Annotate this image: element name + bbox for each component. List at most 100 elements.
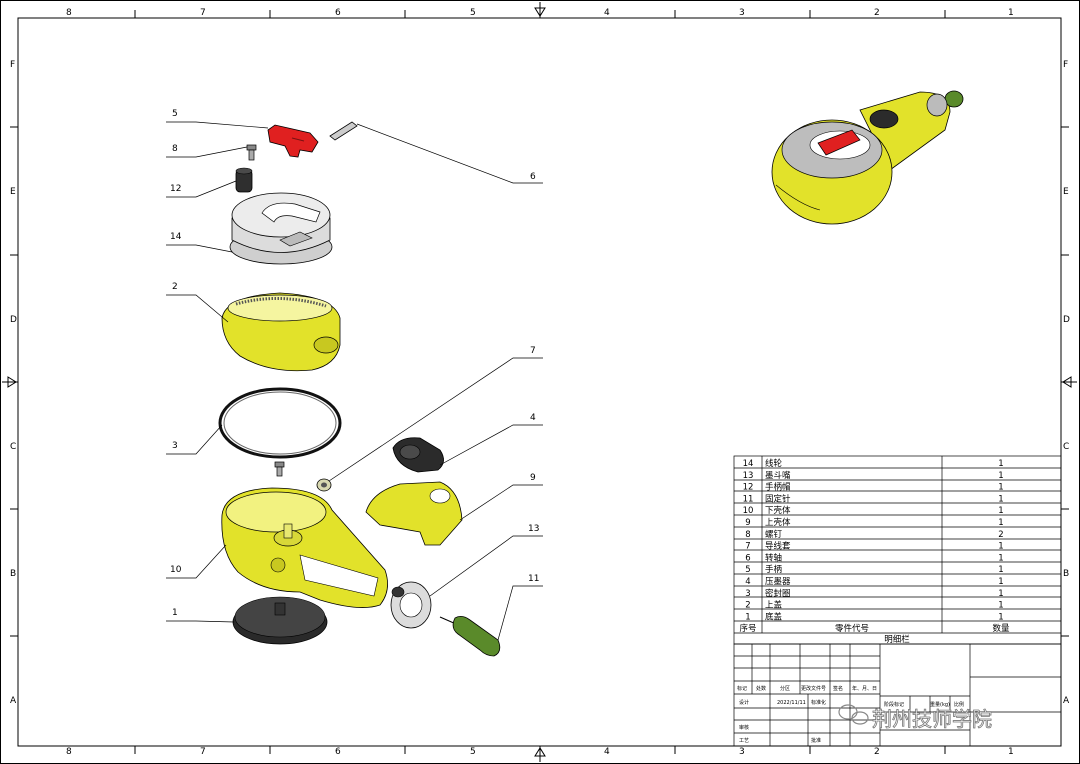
assembled-view bbox=[771, 90, 964, 225]
zone-col-bottom: 4 bbox=[604, 747, 610, 757]
bom-row-number: 13 bbox=[743, 471, 754, 481]
part-6-shaft bbox=[329, 121, 358, 141]
bom-header-number: 序号 bbox=[739, 623, 756, 634]
bom-row-number: 14 bbox=[743, 459, 754, 469]
bom-row-quantity: 1 bbox=[998, 483, 1003, 493]
part-7-wire-sleeve bbox=[316, 478, 332, 492]
tb-review: 审核 bbox=[739, 724, 749, 731]
callout-label: 11 bbox=[528, 574, 539, 584]
tb-scale: 比例 bbox=[954, 701, 964, 708]
bom-header-name: 零件代号 bbox=[835, 623, 869, 634]
tb-mark: 标记 bbox=[737, 685, 747, 692]
callout-label: 10 bbox=[170, 565, 182, 575]
zone-col-top: 7 bbox=[200, 8, 206, 18]
tb-standardize: 标准化 bbox=[811, 699, 826, 706]
bom-row-name: 上盖 bbox=[765, 600, 783, 611]
tb-design-date: 2022/11/11 bbox=[777, 700, 806, 706]
zone-col-top: 3 bbox=[739, 8, 745, 18]
bom-row-quantity: 1 bbox=[998, 577, 1003, 587]
leader-lines bbox=[166, 121, 543, 641]
callout-label: 2 bbox=[172, 282, 178, 292]
callout-label: 7 bbox=[530, 346, 536, 356]
zone-col-top: 8 bbox=[66, 8, 72, 18]
watermark: 荆州技师学院 bbox=[838, 704, 992, 731]
watermark-text: 荆州技师学院 bbox=[872, 707, 992, 731]
part-9-upper-housing bbox=[365, 481, 463, 546]
bom-row-quantity: 1 bbox=[998, 565, 1003, 575]
zone-col-bottom: 3 bbox=[739, 747, 745, 757]
bom-row-name: 导线套 bbox=[765, 541, 791, 552]
callout-label: 5 bbox=[172, 109, 178, 119]
callout-label: 8 bbox=[172, 144, 178, 154]
zone-row-right: A bbox=[1063, 696, 1070, 706]
wechat-icon bbox=[838, 704, 869, 725]
zone-row-right: F bbox=[1063, 60, 1068, 70]
zone-row-left: B bbox=[10, 569, 16, 579]
bom-row-number: 5 bbox=[745, 565, 750, 575]
zone-row-left: E bbox=[10, 187, 16, 197]
bom-row-number: 3 bbox=[745, 589, 750, 599]
tb-sign: 签名 bbox=[833, 685, 843, 692]
bom-caption: 明细栏 bbox=[884, 634, 910, 645]
bom-row-number: 8 bbox=[745, 530, 750, 540]
callout-label: 13 bbox=[528, 524, 539, 534]
tb-process: 工艺 bbox=[739, 738, 749, 744]
callout-label: 9 bbox=[530, 473, 536, 483]
bom-row-quantity: 1 bbox=[998, 589, 1003, 599]
zone-col-bottom: 8 bbox=[66, 747, 72, 757]
bom-row-name: 线轮 bbox=[765, 458, 783, 469]
bom-row-number: 7 bbox=[745, 542, 750, 552]
tb-doc-no: 更改文件号 bbox=[801, 685, 826, 692]
callout-label: 1 bbox=[172, 608, 178, 618]
zone-row-left: A bbox=[10, 696, 17, 706]
zone-col-bottom: 2 bbox=[874, 747, 880, 757]
part-4-ink-presser bbox=[392, 437, 444, 473]
zone-row-left: C bbox=[10, 442, 16, 452]
zone-col-bottom: 7 bbox=[200, 747, 206, 757]
bom-row-quantity: 1 bbox=[998, 612, 1003, 622]
tb-zone: 分区 bbox=[780, 685, 790, 692]
bom-row-quantity: 1 bbox=[998, 459, 1003, 469]
part-12-handle-cap bbox=[235, 167, 253, 193]
bom-row-name: 密封圈 bbox=[765, 588, 791, 599]
callout-label: 6 bbox=[530, 172, 536, 182]
zone-col-top: 2 bbox=[874, 8, 880, 18]
bom-row-number: 1 bbox=[745, 612, 750, 622]
zone-col-top: 5 bbox=[470, 8, 476, 18]
zone-col-top: 4 bbox=[604, 8, 610, 18]
bom-row-quantity: 1 bbox=[998, 471, 1003, 481]
bom-row-number: 4 bbox=[745, 577, 750, 587]
zone-row-right: B bbox=[1063, 569, 1069, 579]
bom-row-name: 手柄帽 bbox=[765, 482, 791, 493]
bom-row-name: 墨斗嘴 bbox=[765, 470, 791, 481]
zone-row-right: C bbox=[1063, 442, 1069, 452]
zone-col-bottom: 6 bbox=[335, 747, 341, 757]
zone-row-left: D bbox=[10, 315, 17, 325]
tb-approve: 批准 bbox=[811, 737, 821, 744]
bom-row-name: 下壳体 bbox=[765, 505, 791, 516]
bom-row-quantity: 1 bbox=[998, 506, 1003, 516]
bom-row-quantity: 1 bbox=[998, 601, 1003, 611]
zone-col-top: 1 bbox=[1008, 8, 1014, 18]
bom-row-quantity: 1 bbox=[998, 518, 1003, 528]
zone-col-bottom: 1 bbox=[1008, 747, 1014, 757]
bom-table bbox=[733, 455, 1062, 645]
tb-count: 处数 bbox=[756, 685, 766, 692]
title-block bbox=[733, 643, 1062, 747]
bom-row-name: 手柄 bbox=[765, 564, 783, 575]
callout-label: 12 bbox=[170, 184, 181, 194]
bom-row-number: 10 bbox=[743, 506, 754, 516]
bom-row-quantity: 1 bbox=[998, 553, 1003, 563]
part-3-seal-ring bbox=[218, 387, 342, 459]
bom-row-number: 9 bbox=[745, 518, 750, 528]
tb-design: 设计 bbox=[739, 699, 749, 706]
bom-row-name: 转轴 bbox=[765, 552, 782, 563]
part-10-lower-housing bbox=[221, 487, 388, 608]
zone-row-right: E bbox=[1063, 187, 1069, 197]
bom-row-number: 11 bbox=[743, 494, 754, 504]
part-14-reel bbox=[229, 192, 333, 265]
part-1-bottom-cover bbox=[232, 596, 328, 645]
bom-row-name: 固定针 bbox=[765, 493, 791, 504]
